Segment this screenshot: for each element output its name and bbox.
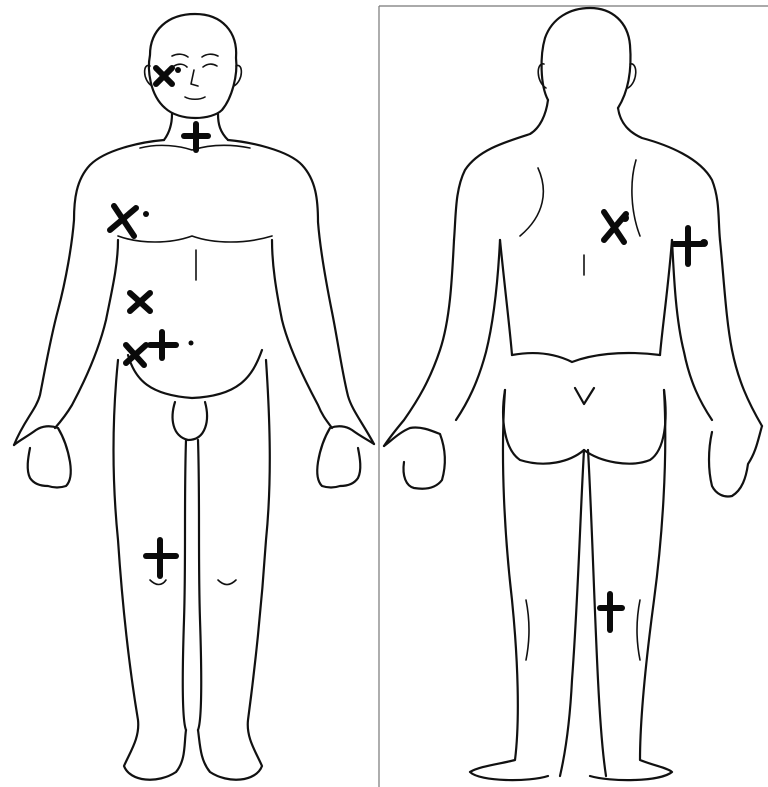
posterior-hand-left <box>709 426 762 497</box>
anterior-hand-right <box>14 426 71 487</box>
anterior-leg-right-outer <box>114 360 187 780</box>
marker-cross-chest <box>110 206 149 236</box>
posterior-torso <box>500 240 672 355</box>
anterior-hand-left <box>317 426 374 487</box>
marker-plus-neck <box>184 124 208 150</box>
anterior-inner-arm-right <box>55 240 118 428</box>
anterior-pectorals <box>118 236 272 242</box>
marker-cross-back <box>604 212 629 242</box>
posterior-buttocks <box>503 353 665 464</box>
anterior-leg-left-outer <box>198 360 270 780</box>
posterior-head <box>542 8 631 108</box>
marker-cross-face <box>156 67 181 84</box>
anterior-face <box>172 54 218 99</box>
posterior-leg-right <box>470 390 584 780</box>
anterior-torso-outline <box>14 140 374 445</box>
posterior-shoulders <box>454 100 720 240</box>
marker-plus-thigh <box>146 540 176 576</box>
anterior-leg-inner <box>183 440 202 730</box>
anterior-neck <box>164 114 172 140</box>
marker-cross-flank-upper <box>130 293 150 311</box>
posterior-arm-right <box>384 240 500 446</box>
marker-plus-upper-arm <box>674 228 708 264</box>
marker-plus-abdomen <box>150 332 194 358</box>
posterior-hand-right <box>384 427 445 488</box>
posterior-scapulae <box>520 160 640 236</box>
anterior-genital <box>173 402 207 440</box>
marker-plus-calf <box>600 594 622 630</box>
posterior-arm-left <box>672 240 762 426</box>
anterior-abdomen <box>128 350 262 398</box>
posterior-view <box>384 8 762 780</box>
anterior-head <box>149 14 236 118</box>
